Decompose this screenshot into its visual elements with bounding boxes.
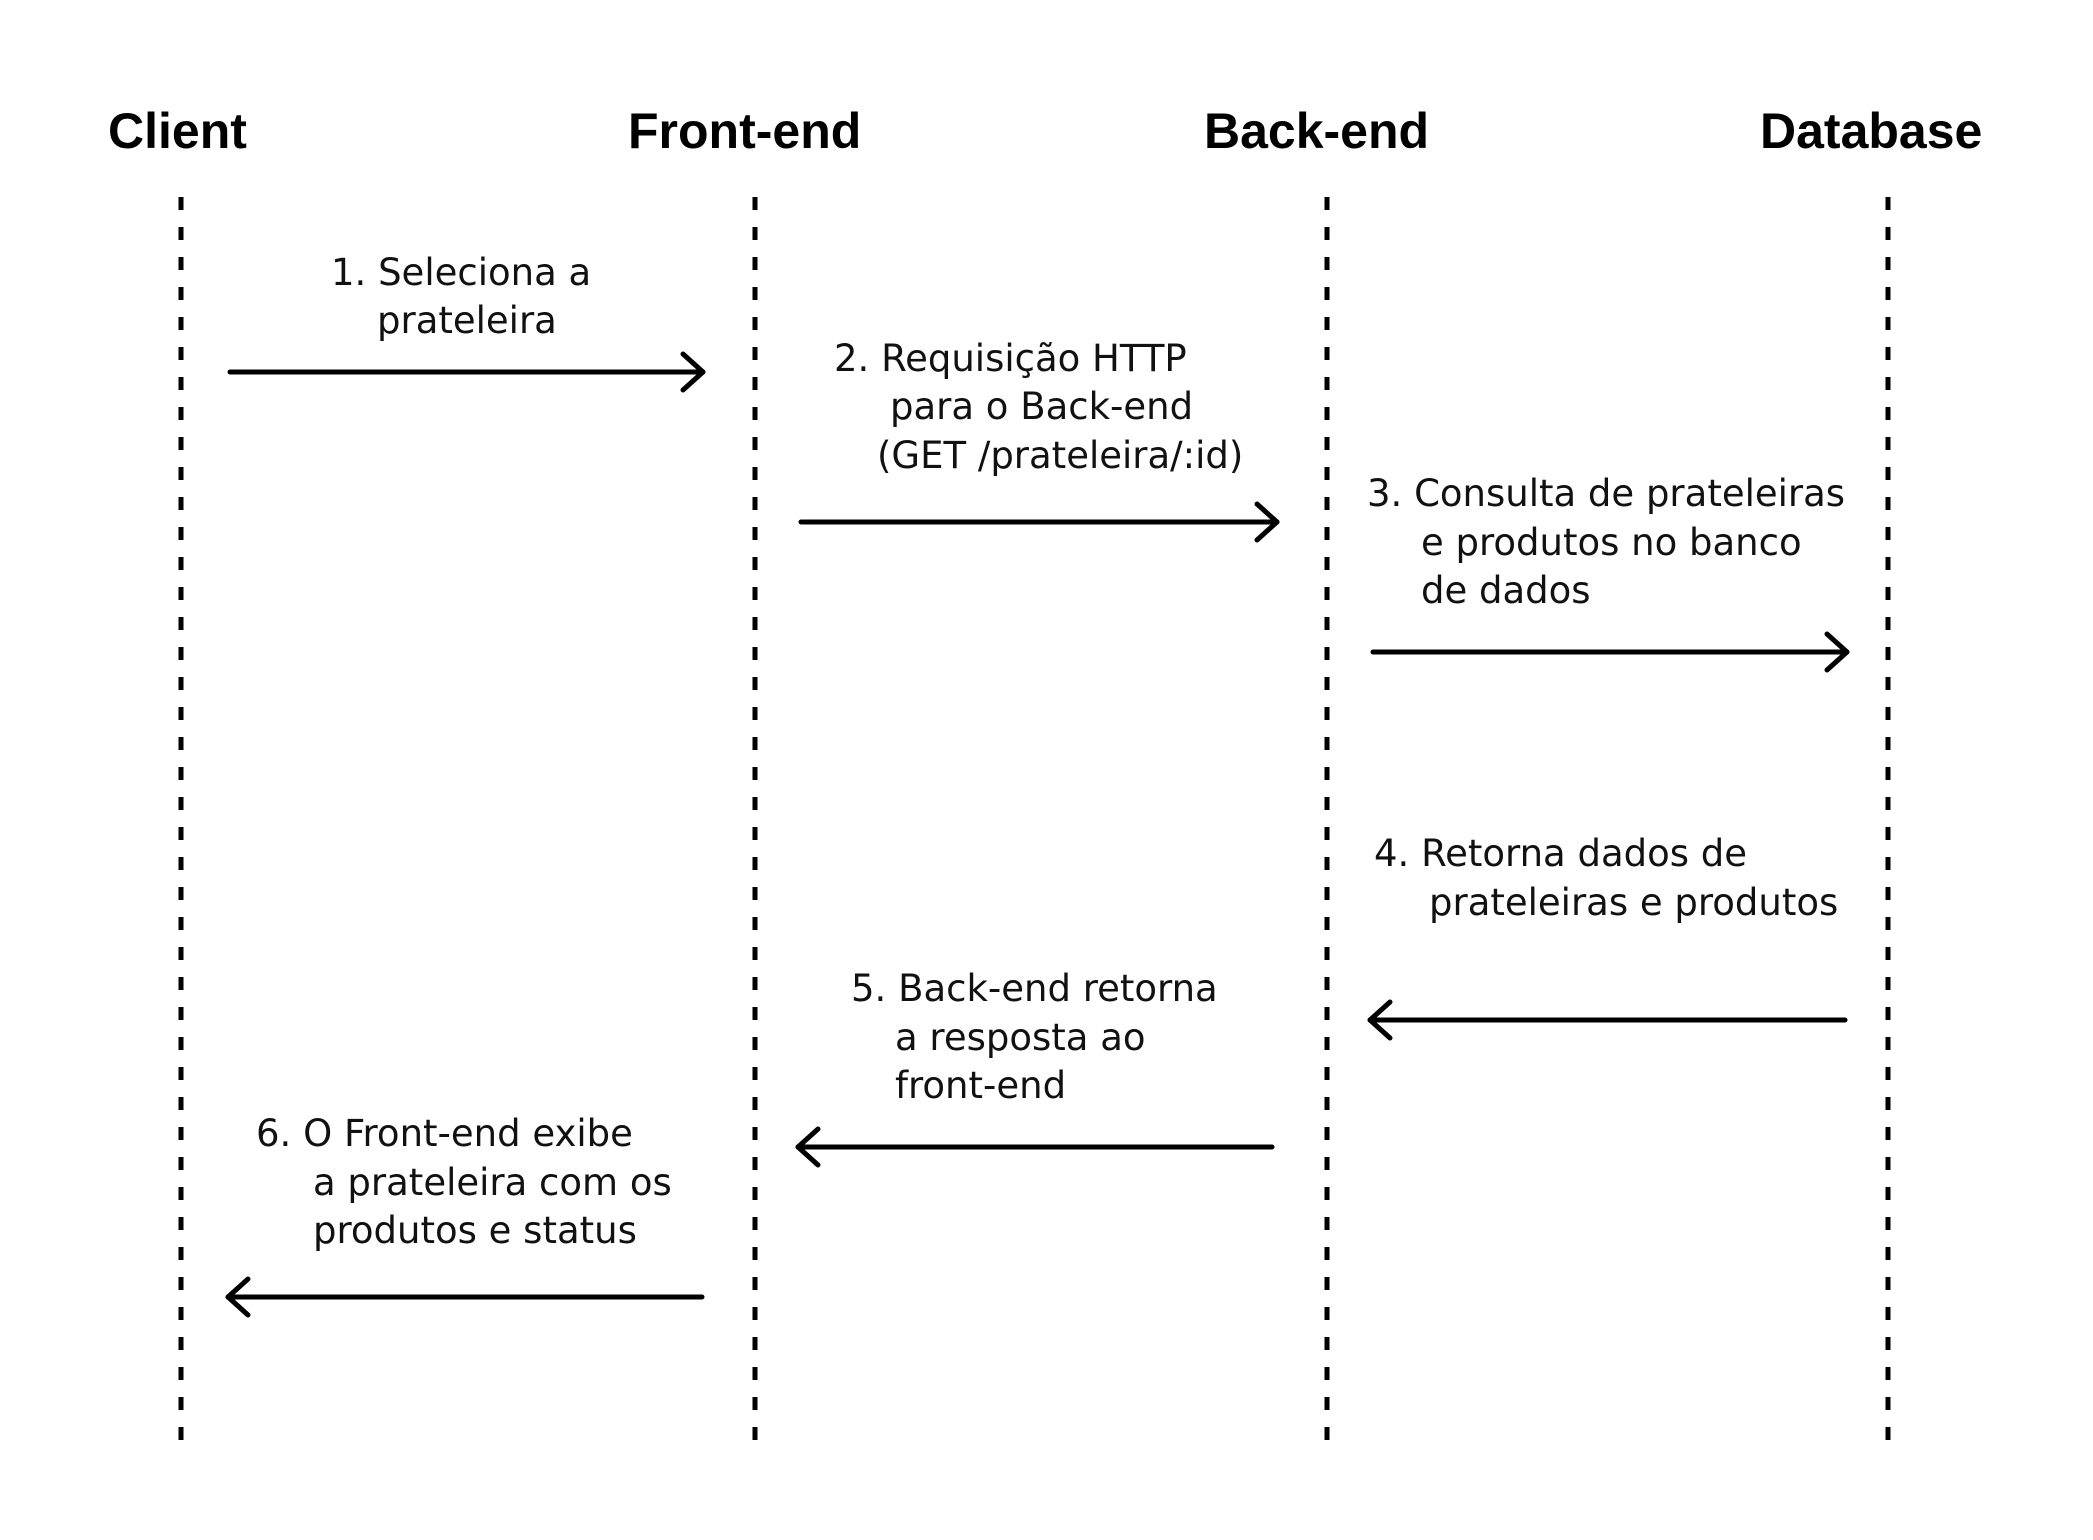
message-2-line-2: para o Back-end	[890, 385, 1193, 428]
actor-database-label: Database	[1760, 103, 1982, 159]
message-6-label: 6. O Front-end exibe a prateleira com os…	[256, 1112, 684, 1252]
message-5: 5. Back-end retorna a resposta ao front-…	[795, 967, 1275, 1168]
message-4-line-1: 4. Retorna dados de	[1374, 832, 1747, 875]
message-1-label: 1. Seleciona a prateleira	[331, 251, 603, 342]
message-6-line-2: a prateleira com os	[313, 1161, 672, 1204]
message-1-arrowhead	[680, 351, 706, 393]
actor-client-label: Client	[108, 103, 247, 159]
actor-frontend-label: Front-end	[628, 103, 861, 159]
message-1-line-1: 1. Seleciona a	[331, 251, 591, 294]
message-5-line-1: 5. Back-end retorna	[851, 967, 1218, 1010]
message-5-line-3: front-end	[895, 1064, 1066, 1107]
message-5-label: 5. Back-end retorna a resposta ao front-…	[851, 967, 1229, 1107]
message-4-arrowhead	[1367, 999, 1393, 1041]
message-3: 3. Consulta de prateleiras e produtos no…	[1367, 472, 1857, 673]
message-1-line-2: prateleira	[377, 299, 557, 342]
message-3-line-3: de dados	[1421, 569, 1591, 612]
message-2-line-3: (GET /prateleira/:id)	[877, 434, 1243, 477]
message-3-line-1: 3. Consulta de prateleiras	[1367, 472, 1845, 515]
message-4-label: 4. Retorna dados de prateleiras e produt…	[1374, 832, 1838, 924]
message-4: 4. Retorna dados de prateleiras e produt…	[1367, 832, 1848, 1041]
message-2-line-1: 2. Requisição HTTP	[834, 337, 1187, 380]
message-3-label: 3. Consulta de prateleiras e produtos no…	[1367, 472, 1857, 612]
message-3-line-2: e produtos no banco	[1421, 521, 1802, 564]
message-6-line-3: produtos e status	[313, 1209, 637, 1252]
message-2-label: 2. Requisição HTTP para o Back-end (GET …	[834, 337, 1243, 477]
message-2-arrowhead	[1254, 501, 1280, 543]
message-5-line-2: a resposta ao	[895, 1016, 1146, 1059]
message-6-line-1: 6. O Front-end exibe	[256, 1112, 633, 1155]
message-2: 2. Requisição HTTP para o Back-end (GET …	[798, 337, 1280, 543]
message-6-arrowhead	[225, 1276, 251, 1318]
message-4-line-2: prateleiras e produtos	[1429, 881, 1838, 924]
actor-backend-label: Back-end	[1204, 103, 1429, 159]
message-1: 1. Seleciona a prateleira	[227, 251, 706, 393]
message-3-arrowhead	[1824, 631, 1850, 673]
message-5-arrowhead	[795, 1126, 821, 1168]
message-6: 6. O Front-end exibe a prateleira com os…	[225, 1112, 705, 1318]
